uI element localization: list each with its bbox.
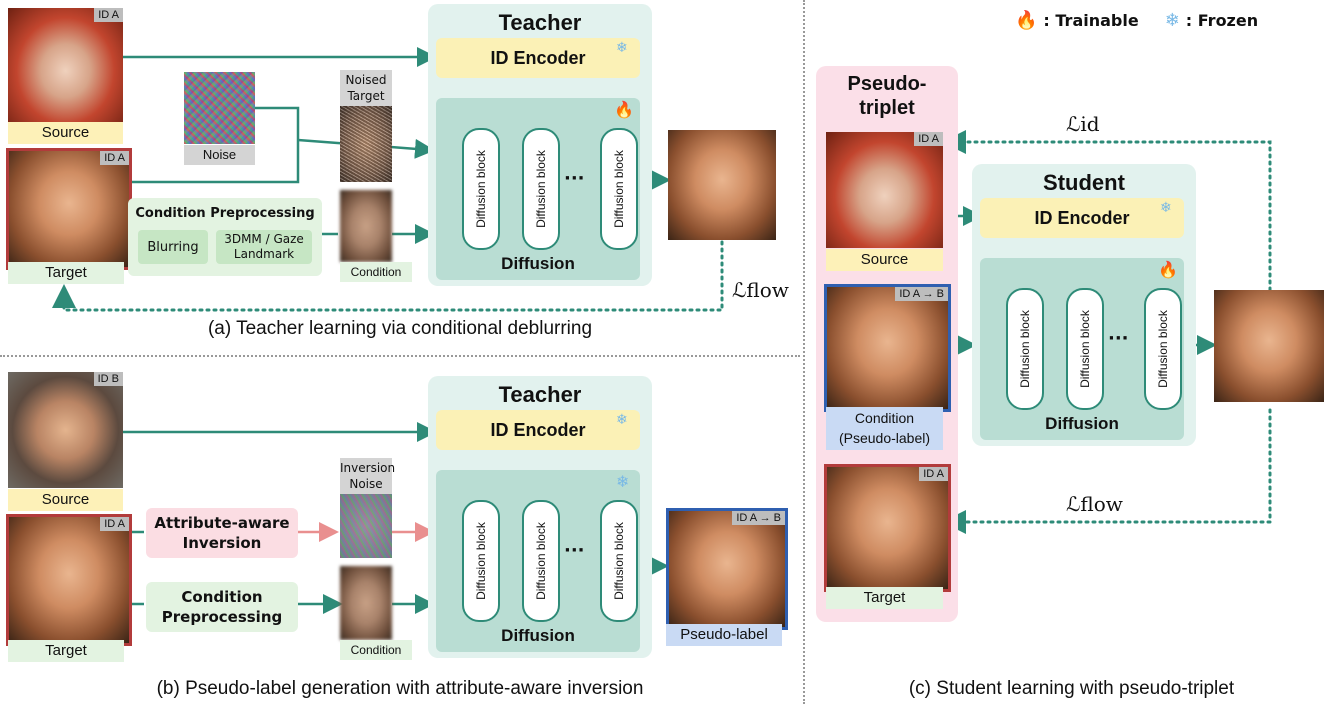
teacher-panel-b: Teacher ID Encoder ❄ ❄ Diffusion block D… [428,376,652,658]
ellipsis: ··· [564,540,585,561]
target-label-b: Target [8,640,124,662]
diffusion-label-a: Diffusion [501,254,575,273]
legend-frozen: : Frozen [1185,11,1259,30]
caption-b: (b) Pseudo-label generation with attribu… [156,678,644,699]
horizontal-divider [0,355,800,357]
output-image-c [1214,290,1324,402]
diffusion-box-b: ❄ Diffusion block Diffusion block ··· Di… [436,470,640,652]
teacher-panel-a: Teacher ID Encoder ❄ 🔥 Diffusion block D… [428,4,652,286]
blurring-box: Blurring [138,230,208,264]
condition-label-a: Condition [340,262,412,282]
id-tag: ID A [100,151,129,165]
id-encoder-c: ID Encoder [980,198,1184,238]
id-encoder-label: ID Encoder [1034,207,1130,228]
pseudo-label-caption: Pseudo-label [666,624,782,646]
id-tag: ID A [100,517,129,531]
fire-icon: 🔥 [1158,260,1178,279]
id-encoder-label: ID Encoder [490,419,586,440]
target-image-a: ID A [6,148,132,270]
diffusion-block: Diffusion block [462,128,500,250]
pseudo-triplet-title: Pseudo- triplet [847,73,927,119]
source-image-a: ID A [8,8,123,122]
noise-label: Noise [184,145,255,165]
snowflake-icon: ❄ [616,40,628,56]
condition-preprocessing-box-b: Condition Preprocessing [146,582,298,632]
diffusion-block: Diffusion block [522,500,560,622]
diffusion-block: Diffusion block [600,500,638,622]
source-label-c: Source [826,249,943,271]
target-image-c: ID A [824,464,951,592]
id-tag: ID A [914,132,943,146]
id-tag: ID A [94,8,123,22]
diffusion-label-b: Diffusion [501,626,575,645]
snowflake-icon: ❄ [616,472,630,491]
ellipsis: ··· [564,168,585,189]
output-image-a [668,130,776,240]
condition-label-c: Condition (Pseudo-label) [826,407,943,450]
condition-image-a [340,190,392,262]
id-tag: ID B [93,372,123,386]
id-encoder-a: ID Encoder [436,38,640,78]
noised-target-image [340,106,392,182]
diffusion-block: Diffusion block [522,128,560,250]
cond-pre-title: Condition Preprocessing [135,206,315,221]
diffusion-block: Diffusion block [462,500,500,622]
id-tag: ID A → B [732,511,785,525]
diffusion-box-c: 🔥 Diffusion block Diffusion block ··· Di… [980,258,1184,440]
noise-image [184,72,255,144]
loss-id: ℒid [1066,112,1100,136]
snowflake-icon: ❄ [1160,200,1172,216]
ellipsis: ··· [1108,328,1129,349]
caption-a: (a) Teacher learning via conditional deb… [207,318,593,339]
target-image-b: ID A [6,514,132,646]
teacher-title-a: Teacher [498,10,582,35]
condition-preprocessing-box: Condition Preprocessing Blurring 3DMM / … [128,198,322,276]
id-encoder-b: ID Encoder [436,410,640,450]
condition-image-b [340,566,392,640]
landmark-box: 3DMM / Gaze Landmark [216,230,312,264]
source-label-b: Source [8,489,123,511]
diffusion-block: Diffusion block [1066,288,1104,410]
id-tag: ID A → B [895,287,948,301]
diffusion-block: Diffusion block [600,128,638,250]
source-image-b: ID B [8,372,123,488]
student-title: Student [1043,170,1125,195]
inversion-noise-image [340,494,392,558]
condition-label-b: Condition [340,640,412,660]
diffusion-label-c: Diffusion [1045,414,1119,433]
attribute-aware-inversion-box: Attribute-aware Inversion [146,508,298,558]
caption-c: (c) Student learning with pseudo-triplet [908,678,1235,699]
vertical-divider [803,0,805,704]
diffusion-block: Diffusion block [1006,288,1044,410]
loss-flow-c: ℒflow [1066,492,1123,516]
loss-flow-a: ℒflow [732,278,789,302]
target-label-a: Target [8,262,124,284]
fire-icon: 🔥 [614,100,634,119]
pseudo-label-image: ID A → B [666,508,788,630]
fire-icon: 🔥 [1015,10,1038,31]
id-tag: ID A [919,467,948,481]
source-image-c: ID A [826,132,943,248]
source-label-a: Source [8,122,123,144]
diffusion-block: Diffusion block [1144,288,1182,410]
student-panel: Student ID Encoder ❄ 🔥 Diffusion block D… [972,164,1196,446]
snowflake-icon: ❄ [616,412,628,428]
inversion-noise-label: Inversion Noise [340,458,395,494]
noised-target-label: Noised Target [340,70,392,106]
diffusion-box-a: 🔥 Diffusion block Diffusion block ··· Di… [436,98,640,280]
snowflake-icon: ❄ [1164,10,1180,31]
legend: 🔥 : Trainable ❄ : Frozen [1015,10,1258,31]
id-encoder-label: ID Encoder [490,47,586,68]
legend-trainable: : Trainable [1043,11,1139,30]
condition-image-c: ID A → B [824,284,951,412]
target-label-c: Target [826,587,943,609]
teacher-title-b: Teacher [498,382,582,407]
